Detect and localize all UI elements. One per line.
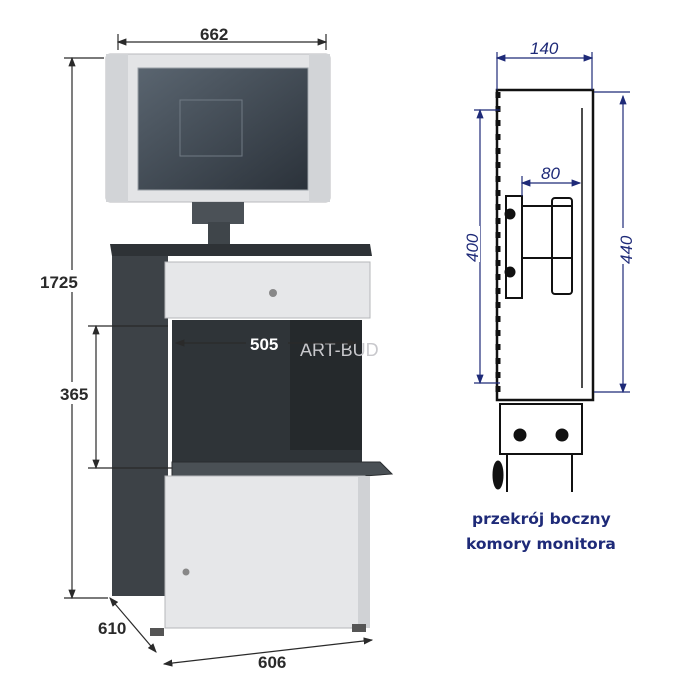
- cabinet-top: [110, 244, 372, 256]
- side-section-drawing: [492, 88, 595, 492]
- section-caption-line1: przekrój boczny: [472, 510, 611, 528]
- foot: [352, 624, 366, 632]
- monitor-stand-pole: [208, 222, 230, 244]
- dim-bracket-depth: 80: [541, 164, 560, 183]
- section-caption-line2: komory monitora: [466, 535, 616, 553]
- foot: [150, 628, 164, 636]
- door-lock-icon: [182, 568, 190, 576]
- monitor-stand-base: [192, 202, 244, 224]
- dim-compartment-width: 505: [250, 335, 278, 354]
- vesa-mount: [179, 99, 243, 157]
- knob-icon: [492, 460, 504, 490]
- dim-depth: 610: [98, 619, 126, 638]
- front-dimensions: [64, 34, 374, 667]
- lock-icon: [269, 289, 277, 297]
- dim-outer-height: 440: [617, 235, 636, 264]
- dim-monitor-width: 662: [200, 25, 228, 44]
- drawer-front: [164, 261, 371, 319]
- dim-section-depth: 140: [530, 39, 559, 58]
- dim-inner-height: 400: [463, 233, 482, 262]
- dim-total-height: 1725: [40, 273, 78, 292]
- dim-width: 606: [258, 653, 286, 672]
- cabinet-side: [112, 256, 168, 596]
- monitor-window: [137, 67, 309, 191]
- dim-compartment-height: 365: [60, 385, 88, 404]
- lower-door: [164, 475, 366, 629]
